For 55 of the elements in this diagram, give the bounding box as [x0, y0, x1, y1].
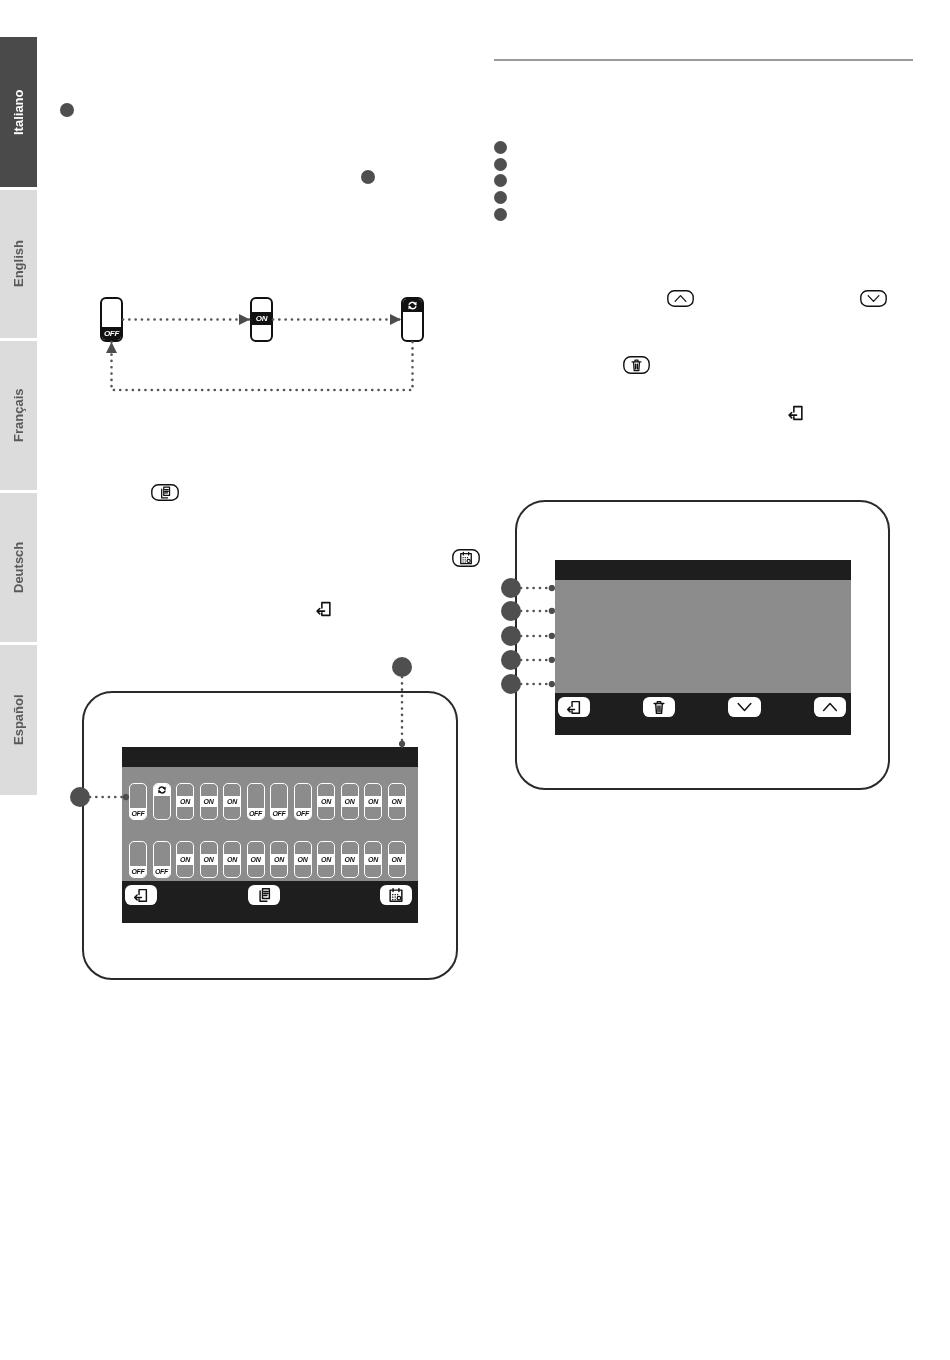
toggle-switch: [317, 783, 335, 820]
leader-line: [519, 632, 557, 640]
callout-circle: [501, 578, 521, 598]
toggle-switch: [100, 297, 123, 342]
toggle-switch: [317, 841, 335, 878]
language-tab: Français: [0, 341, 37, 490]
leader-line: [519, 607, 557, 615]
toggle-switch: [199, 841, 218, 878]
toggle-switch: [340, 783, 359, 820]
arrow: [271, 314, 403, 325]
toggle-switch: [387, 783, 406, 820]
leader-line: [398, 675, 406, 749]
toggle-switch: [176, 841, 194, 878]
arrow: [106, 340, 414, 392]
leader-line: [88, 793, 131, 801]
callout-circle: [392, 657, 412, 677]
toggle-switch: [364, 841, 382, 878]
toggle-switch: [223, 783, 241, 820]
callout-circle: [501, 626, 521, 646]
callout-circle: [70, 787, 90, 807]
switch-state-label: ON: [255, 314, 268, 323]
language-tab: Español: [0, 645, 37, 795]
display-screen: [555, 560, 851, 735]
language-tab: Italiano: [0, 37, 37, 187]
toggle-switch: [340, 841, 359, 878]
device-frame: [515, 500, 890, 790]
toggle-switch: [199, 783, 218, 820]
toggle-switch: [270, 783, 288, 820]
toggle-switch: [246, 841, 265, 878]
leader-line: [519, 584, 557, 592]
toggle-switch: [364, 783, 382, 820]
leader-line: [519, 656, 557, 664]
switch-state-label: OFF: [103, 329, 120, 338]
toggle-switch: [293, 783, 312, 820]
toggle-switch: [293, 841, 312, 878]
display-screen: [122, 747, 418, 923]
toggle-switch: [250, 297, 273, 342]
toggle-switch: [129, 841, 147, 878]
toggle-switch: [152, 841, 171, 878]
toggle-switch: [129, 783, 147, 820]
device-frame: [82, 691, 458, 980]
toggle-switch: [246, 783, 265, 820]
callout-circle: [501, 601, 521, 621]
toggle-switch: [152, 783, 171, 820]
toggle-switch: [176, 783, 194, 820]
toggle-switch: [387, 841, 406, 878]
leader-line: [519, 680, 557, 688]
toggle-switch: [270, 841, 288, 878]
toggle-switch: [401, 297, 424, 342]
callout-circle: [501, 650, 521, 670]
toggle-switch: [223, 841, 241, 878]
language-tab: English: [0, 190, 37, 338]
arrow: [121, 314, 252, 325]
callout-circle: [501, 674, 521, 694]
language-tab: Deutsch: [0, 493, 37, 642]
